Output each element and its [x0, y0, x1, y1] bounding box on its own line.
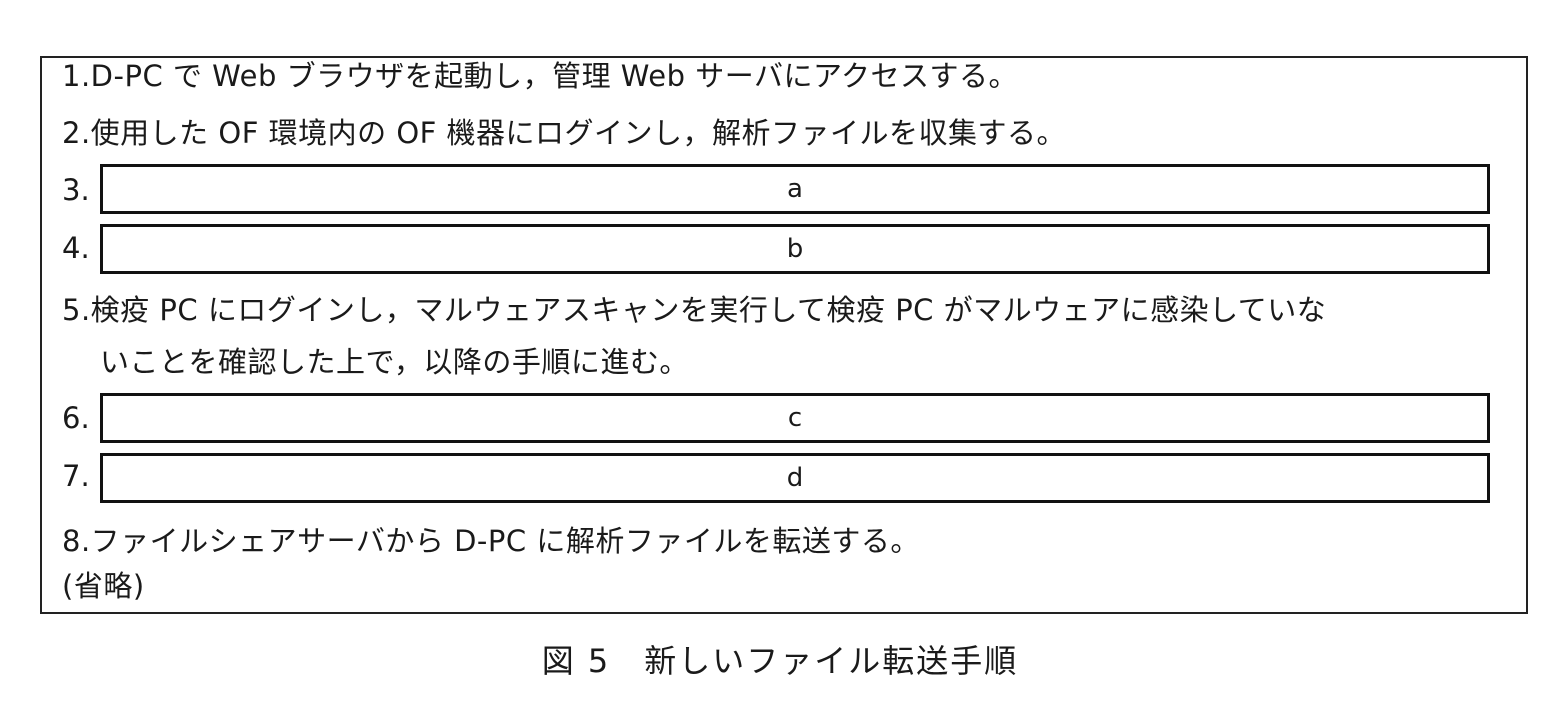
step-number: 5.	[62, 293, 91, 327]
step-4-number: 4.	[62, 231, 90, 265]
step-6-number: 6.	[62, 401, 90, 435]
blank-c: c	[100, 393, 1490, 443]
step-5-continued: いことを確認した上で，以降の手順に進む。	[100, 345, 689, 379]
blank-b: b	[100, 224, 1490, 274]
step-5: 5.検疫 PC にログインし，マルウェアスキャンを実行して検疫 PC がマルウェ…	[62, 290, 1326, 330]
step-text: 使用した OF 環境内の OF 機器にログインし，解析ファイルを収集する。	[90, 116, 1067, 150]
step-2: 2.使用した OF 環境内の OF 機器にログインし，解析ファイルを収集する。	[62, 113, 1066, 153]
step-7-number: 7.	[62, 459, 90, 493]
step-text: 検疫 PC にログインし，マルウェアスキャンを実行して検疫 PC がマルウェアに…	[90, 293, 1327, 327]
blank-a: a	[100, 164, 1490, 214]
step-3-number: 3.	[62, 173, 90, 207]
step-number: 1.	[62, 59, 91, 93]
step-number: 8.	[62, 524, 91, 558]
step-1: 1.D-PC で Web ブラウザを起動し，管理 Web サーバにアクセスする。	[62, 56, 1018, 96]
step-number: 2.	[62, 116, 91, 150]
figure-caption: 図 5 新しいファイル転送手順	[541, 642, 1019, 680]
procedure-box	[40, 56, 1528, 614]
step-8: 8.ファイルシェアサーバから D-PC に解析ファイルを転送する。	[62, 521, 920, 561]
blank-d: d	[100, 453, 1490, 503]
step-text: D-PC で Web ブラウザを起動し，管理 Web サーバにアクセスする。	[90, 59, 1019, 93]
omitted-note: (省略)	[62, 569, 145, 603]
step-text: ファイルシェアサーバから D-PC に解析ファイルを転送する。	[90, 524, 920, 558]
